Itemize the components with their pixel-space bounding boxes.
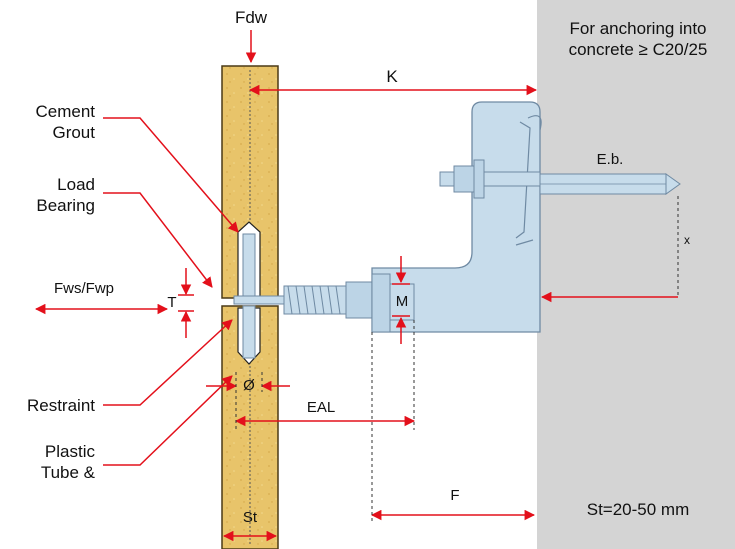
dia-label: Ø — [243, 377, 255, 394]
plastic-label-line2: Tube & — [41, 463, 96, 482]
support-plate — [233, 295, 293, 305]
plastic-leader — [103, 375, 233, 466]
anchor-bolt — [439, 159, 681, 199]
plastic-label-line1: Plastic — [45, 442, 96, 461]
fdw-label: Fdw — [235, 8, 268, 27]
load-leader — [103, 192, 213, 288]
cement-label-line2: Grout — [52, 123, 95, 142]
cement-label-line1: Cement — [35, 102, 95, 121]
lower-dowel — [237, 305, 261, 365]
k-label: K — [386, 67, 398, 86]
threaded-rod — [283, 281, 377, 319]
concrete-label-line2: concrete ≥ C20/25 — [569, 40, 708, 59]
load-label-line1: Load — [57, 175, 95, 194]
concrete-wall — [537, 0, 735, 549]
extension-lines — [235, 196, 679, 524]
bracket-nut — [371, 273, 415, 333]
restraint-label: Restraint — [27, 396, 95, 415]
m-label: M — [396, 293, 409, 310]
x-label: x — [684, 233, 690, 247]
st-range-label: St=20-50 mm — [587, 500, 690, 519]
load-label-line2: Bearing — [36, 196, 95, 215]
bracket-body — [371, 101, 541, 333]
eb-label: E.b. — [597, 151, 624, 168]
upper-dowel — [237, 221, 261, 301]
fws-label: Fws/Fwp — [54, 280, 114, 297]
st-label: St — [243, 509, 258, 526]
cement-leader — [103, 117, 239, 233]
f-label: F — [450, 487, 459, 504]
concrete-label-line1: For anchoring into — [569, 19, 706, 38]
restraint-leader — [103, 319, 233, 406]
t-label: T — [167, 294, 176, 311]
eal-label: EAL — [307, 399, 335, 416]
dimension-lines — [34, 30, 678, 542]
